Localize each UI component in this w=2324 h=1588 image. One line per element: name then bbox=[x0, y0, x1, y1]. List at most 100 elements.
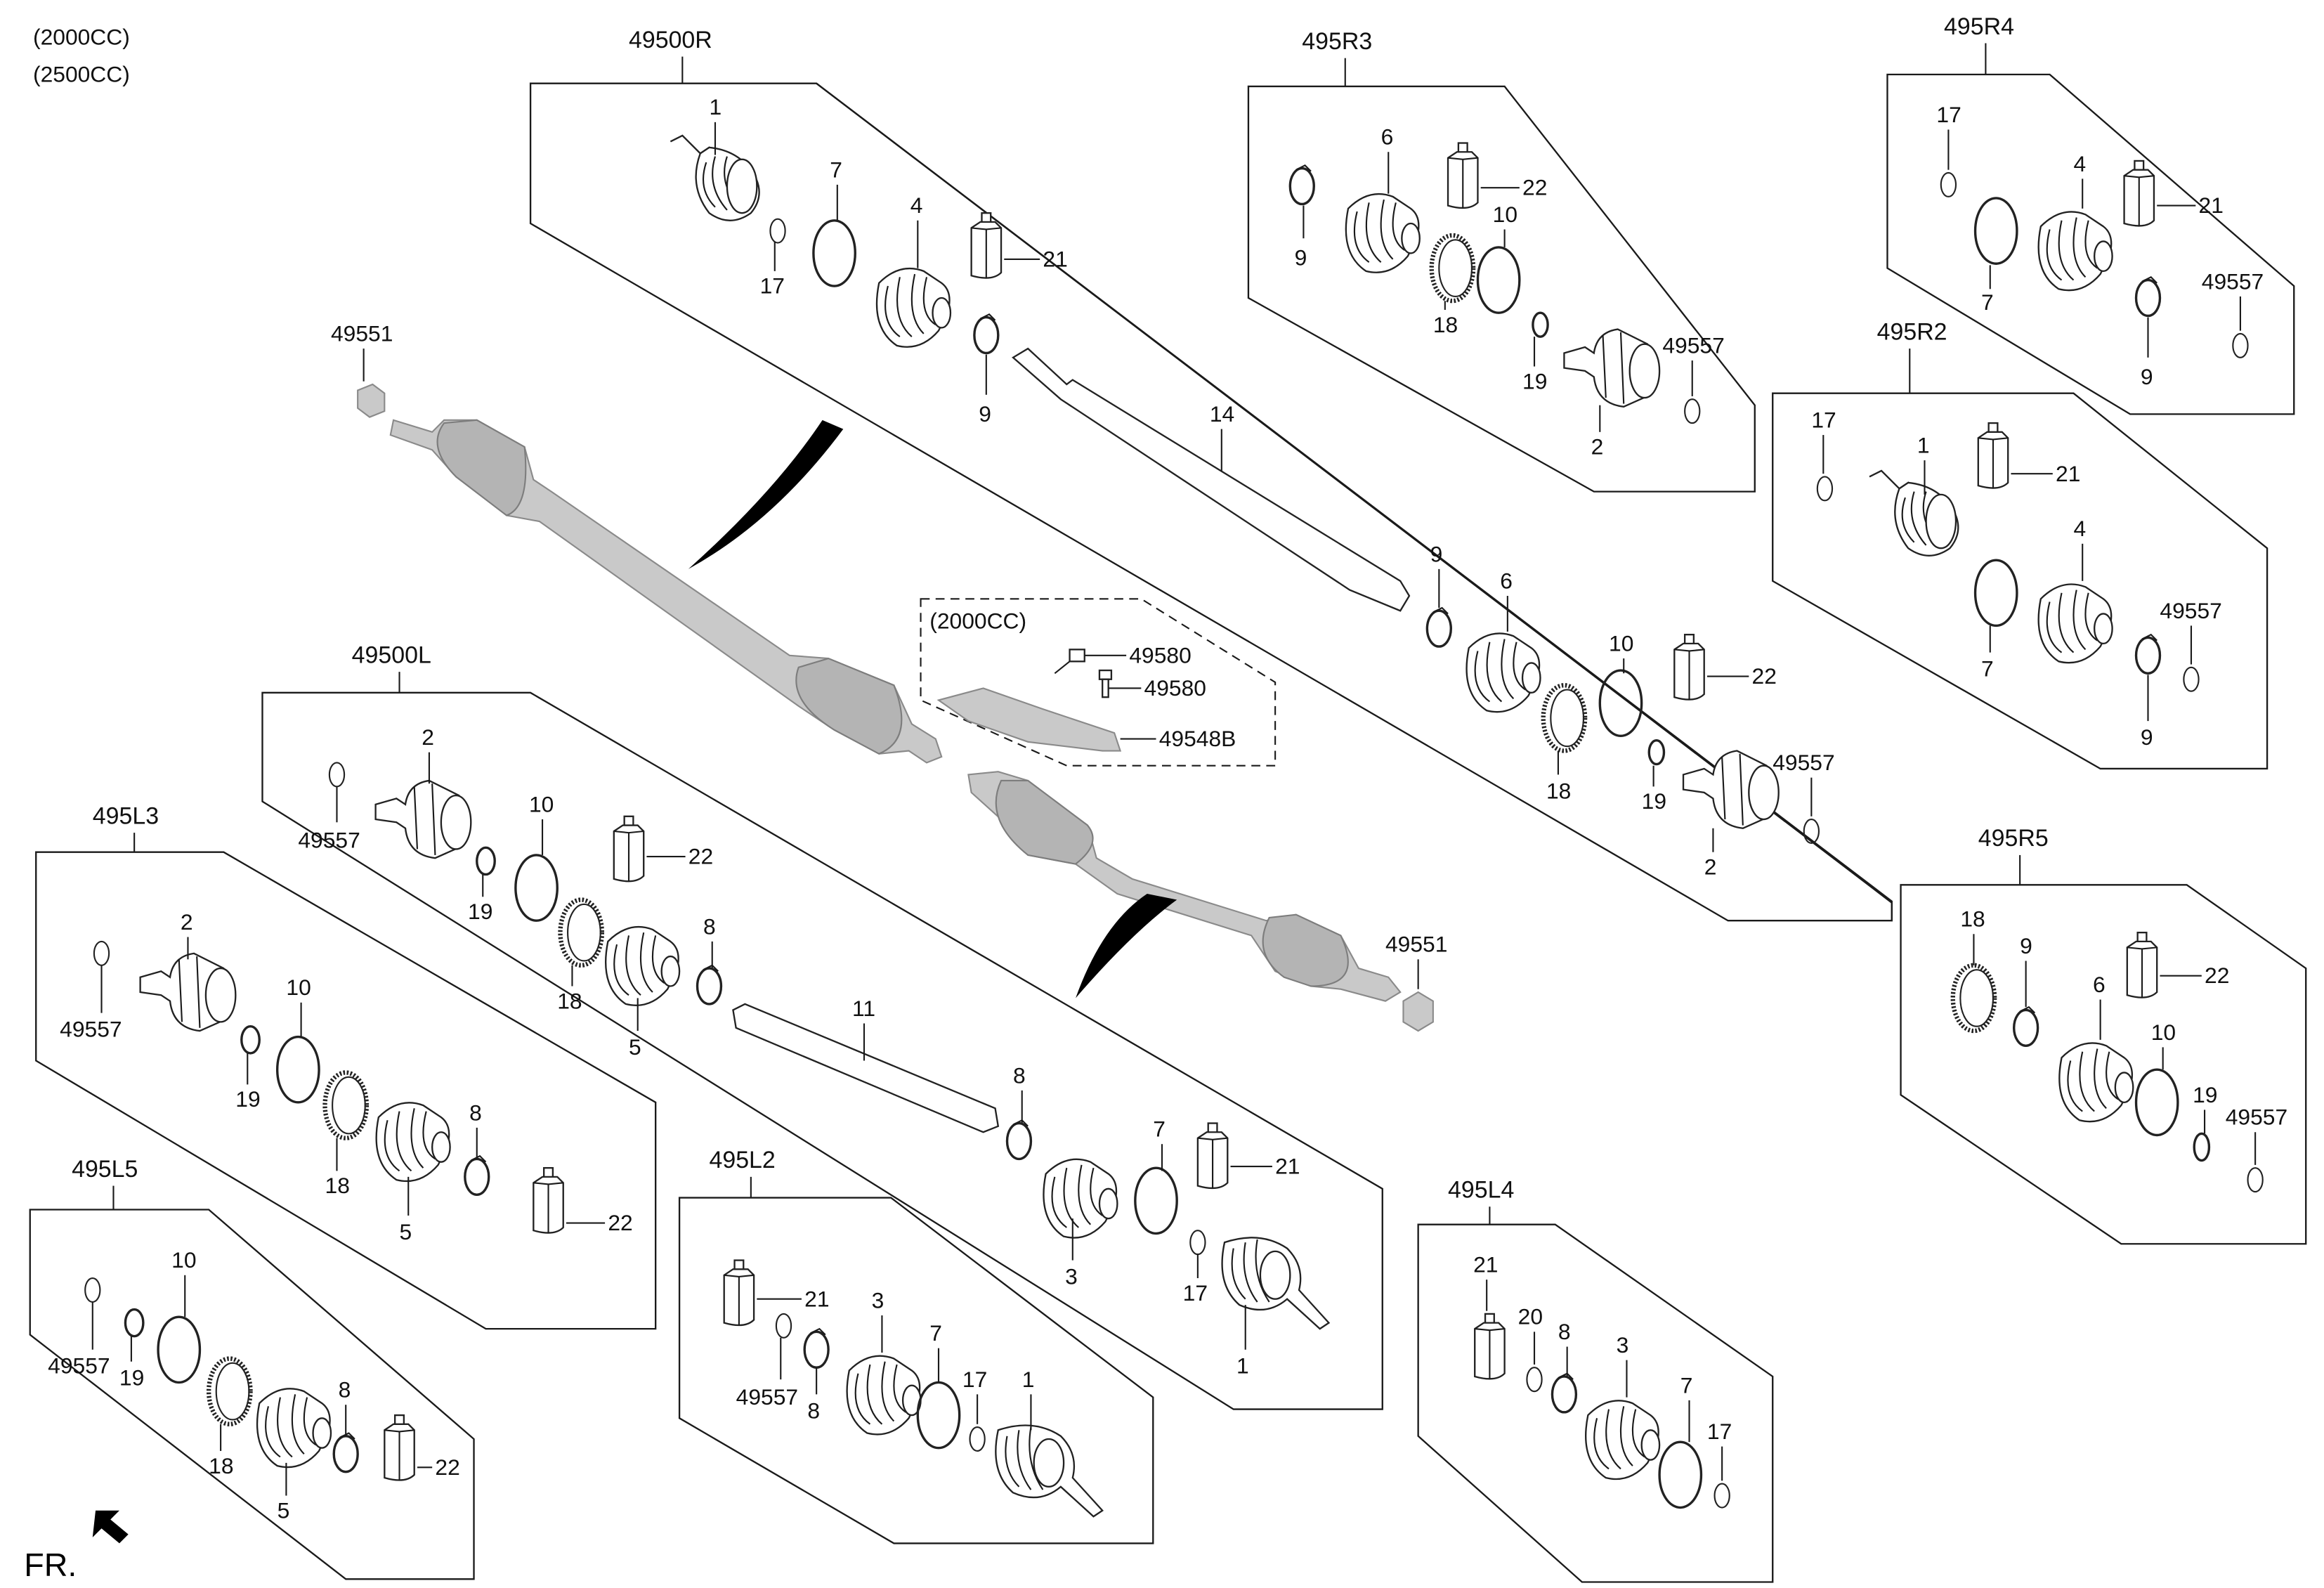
group-495R3[interactable]: 495R3 9 6 22 18 10 19 2 49557 bbox=[1247, 28, 1756, 493]
part-label: 4 bbox=[910, 193, 923, 218]
part-label: 49557 bbox=[736, 1384, 798, 1410]
part-label: 7 bbox=[830, 157, 842, 182]
part-label: 19 bbox=[119, 1365, 144, 1391]
part-label: 19 bbox=[2193, 1082, 2217, 1107]
group-495R5[interactable]: 495R5 18 9 6 22 10 19 49557 bbox=[1900, 825, 2307, 1245]
part-label: 4 bbox=[2073, 151, 2086, 176]
hub-nut-bottom bbox=[1402, 991, 1434, 1032]
part-label: 18 bbox=[325, 1173, 350, 1198]
part-label: 8 bbox=[339, 1377, 351, 1402]
group-49500L[interactable]: 49500L 49557 2 19 10 22 18 5 8 11 8 bbox=[261, 642, 1383, 1410]
part-label: 5 bbox=[400, 1219, 412, 1244]
part-label: 22 bbox=[1522, 175, 1547, 200]
inset-frame-2000cc bbox=[920, 598, 1277, 767]
part-label: 8 bbox=[703, 913, 716, 939]
part-label: 18 bbox=[1546, 778, 1571, 803]
part-label: 14 bbox=[1210, 401, 1234, 427]
group-495R2[interactable]: 495R2 17 1 21 7 4 9 49557 bbox=[1772, 318, 2268, 770]
group-label-495L2: 495L2 bbox=[709, 1147, 775, 1173]
group-frame-495L3 bbox=[35, 851, 657, 1330]
part-label: 19 bbox=[235, 1086, 260, 1112]
part-label: 1 bbox=[1917, 433, 1930, 458]
group-frame-495R4 bbox=[1886, 73, 2295, 415]
part-label: 3 bbox=[872, 1287, 884, 1313]
part-label: 17 bbox=[1936, 102, 1961, 127]
part-label: 21 bbox=[804, 1286, 829, 1311]
part-label-nut-bottom: 49551 bbox=[1385, 932, 1447, 957]
group-495L4[interactable]: 495L4 21 20 8 3 7 17 bbox=[1417, 1177, 1774, 1583]
part-label: 10 bbox=[1609, 630, 1633, 656]
group-frame-495R5 bbox=[1900, 884, 2307, 1245]
part-label: 1 bbox=[709, 94, 722, 119]
part-label: 49557 bbox=[1662, 332, 1724, 358]
part-label: 18 bbox=[209, 1453, 233, 1478]
part-label: 7 bbox=[1680, 1372, 1693, 1398]
group-495L2[interactable]: 495L2 21 49557 8 3 7 17 1 bbox=[678, 1147, 1154, 1544]
part-label: 22 bbox=[2205, 963, 2229, 988]
hub-nut-top bbox=[357, 383, 386, 418]
part-label: 9 bbox=[979, 401, 991, 427]
part-label: 5 bbox=[278, 1497, 290, 1523]
part-label: 21 bbox=[1275, 1154, 1300, 1179]
part-label: 8 bbox=[807, 1398, 820, 1423]
part-label: 49557 bbox=[2226, 1105, 2287, 1130]
group-495R4[interactable]: 495R4 17 7 4 21 9 49557 bbox=[1886, 13, 2295, 415]
drive-shaft-assembly[interactable]: 49551 49551 bbox=[331, 320, 1447, 1032]
part-label: 49557 bbox=[2202, 268, 2264, 294]
front-direction-indicator: FR. bbox=[24, 1510, 129, 1583]
part-label: 9 bbox=[1430, 541, 1443, 566]
part-label: 21 bbox=[1473, 1252, 1498, 1277]
group-label-49500L: 49500L bbox=[352, 642, 431, 668]
part-label: 2 bbox=[181, 909, 193, 935]
part-label: 17 bbox=[962, 1367, 987, 1392]
part-label: 5 bbox=[629, 1034, 641, 1060]
part-label: 7 bbox=[1981, 656, 1994, 682]
part-label: 7 bbox=[929, 1320, 942, 1346]
part-label: 3 bbox=[1065, 1264, 1078, 1289]
group-label-495R2: 495R2 bbox=[1877, 318, 1947, 345]
part-label: 22 bbox=[688, 844, 713, 869]
part-label: 49557 bbox=[298, 827, 360, 852]
group-label-495R5: 495R5 bbox=[1978, 825, 2049, 852]
group-495L5[interactable]: 495L5 49557 19 10 18 5 8 22 bbox=[29, 1156, 475, 1580]
bracket-shape bbox=[936, 687, 1122, 752]
group-frame-495L5 bbox=[29, 1209, 475, 1580]
part-label: 8 bbox=[1558, 1319, 1571, 1344]
part-label: 17 bbox=[760, 273, 785, 299]
group-label-495L5: 495L5 bbox=[72, 1156, 138, 1183]
intermediate-shaft-left bbox=[732, 1003, 1000, 1133]
part-label: 18 bbox=[1433, 312, 1458, 337]
part-label: 19 bbox=[1642, 788, 1666, 814]
part-label: 11 bbox=[852, 996, 875, 1021]
group-label-49500R: 49500R bbox=[629, 27, 712, 53]
group-frame-495R3 bbox=[1247, 85, 1756, 493]
part-label: 8 bbox=[469, 1100, 482, 1125]
part-label: 10 bbox=[2151, 1020, 2176, 1045]
group-label-495R3: 495R3 bbox=[1302, 28, 1372, 55]
group-49500R[interactable]: 49500R 1 17 7 4 21 9 14 9 6 18 bbox=[529, 27, 1893, 922]
group-495L3[interactable]: 495L3 49557 2 19 10 18 5 8 22 bbox=[35, 802, 657, 1330]
part-label: 19 bbox=[468, 899, 492, 924]
part-label: 20 bbox=[1518, 1304, 1543, 1329]
part-label: 22 bbox=[1752, 663, 1777, 689]
group-label-495L4: 495L4 bbox=[1448, 1177, 1514, 1204]
part-label-nut-top: 49551 bbox=[331, 320, 393, 346]
part-label: 3 bbox=[1617, 1332, 1629, 1358]
part-label: 9 bbox=[2020, 933, 2032, 958]
part-label: 2 bbox=[422, 724, 434, 750]
intermediate-shaft bbox=[1012, 347, 1411, 612]
bolt-icon bbox=[1098, 669, 1113, 698]
group-frame-495L4 bbox=[1417, 1223, 1774, 1583]
part-label: 49557 bbox=[60, 1017, 122, 1042]
part-label: 10 bbox=[286, 975, 311, 1000]
group-bracket-2000cc[interactable]: (2000CC) 49580 49580 49548B bbox=[920, 598, 1277, 767]
part-label: 10 bbox=[171, 1247, 196, 1273]
group-label-495L3: 495L3 bbox=[93, 802, 159, 829]
part-label: 9 bbox=[1295, 245, 1307, 270]
part-label: 21 bbox=[1043, 246, 1067, 271]
part-label: 7 bbox=[1153, 1117, 1166, 1142]
bolt-label-1: 49580 bbox=[1129, 642, 1191, 668]
bolt-icon bbox=[1054, 649, 1085, 675]
part-label: 22 bbox=[435, 1454, 459, 1480]
part-label: 17 bbox=[1183, 1280, 1208, 1306]
